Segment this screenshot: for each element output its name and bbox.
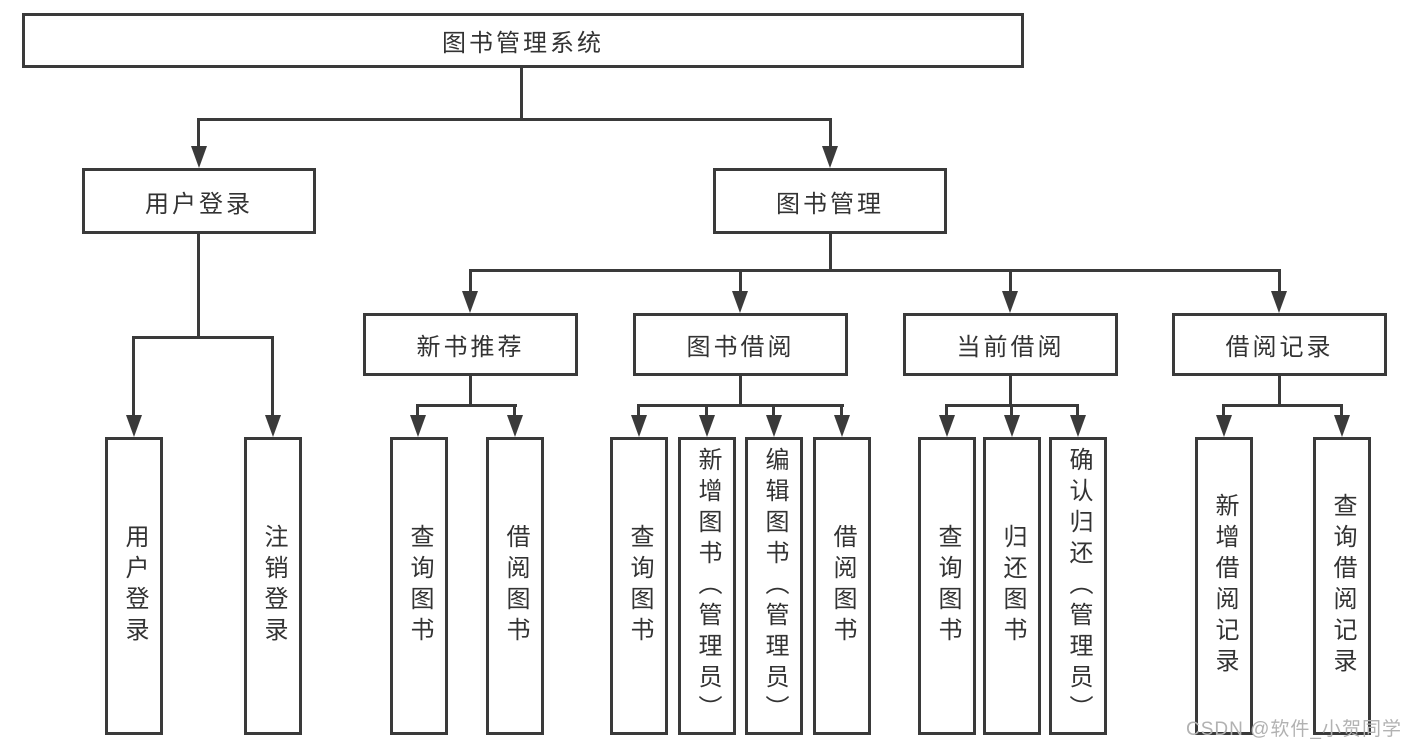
connector-line [705, 404, 708, 417]
connector-line [772, 404, 775, 417]
arrow-down-icon [631, 415, 647, 437]
connector-line [132, 336, 135, 417]
leaf-label: 确认归还（管理员） [1065, 446, 1092, 726]
node-book-borrowing: 图书借阅 [633, 313, 848, 376]
leaf-label: 注销登录 [260, 524, 287, 648]
arrow-down-icon [462, 291, 478, 313]
leaf-borrow-books-recommend: 借阅图书 [486, 437, 544, 735]
connector-line [271, 336, 274, 417]
node-book-management: 图书管理 [713, 168, 947, 234]
arrow-down-icon [1271, 291, 1287, 313]
arrow-down-icon [410, 415, 426, 437]
leaf-user-login: 用户登录 [105, 437, 163, 735]
leaf-label: 新增图书（管理员） [694, 446, 721, 726]
leaf-label: 归还图书 [999, 524, 1026, 648]
leaf-return-books: 归还图书 [983, 437, 1041, 735]
arrow-down-icon [1070, 415, 1086, 437]
leaf-borrow-books-borrowing: 借阅图书 [813, 437, 871, 735]
connector-line [197, 118, 832, 121]
connector-line [1278, 269, 1281, 294]
connector-line [829, 118, 832, 150]
arrow-down-icon [939, 415, 955, 437]
leaf-label: 查询图书 [934, 524, 961, 648]
node-library-management-system: 图书管理系统 [22, 13, 1024, 68]
connector-line [469, 269, 472, 294]
connector-line [469, 376, 472, 407]
connector-line [829, 234, 832, 272]
leaf-add-borrow-record: 新增借阅记录 [1195, 437, 1253, 735]
connector-line [1222, 404, 1225, 417]
connector-line [197, 234, 200, 338]
connector-line [416, 404, 517, 407]
connector-line [1076, 404, 1079, 417]
connector-line [1340, 404, 1343, 417]
leaf-query-books-current: 查询图书 [918, 437, 976, 735]
connector-line [520, 66, 523, 119]
connector-line [1010, 404, 1013, 417]
arrow-down-icon [507, 415, 523, 437]
connector-line [739, 269, 742, 294]
connector-line [197, 118, 200, 150]
node-label: 图书管理系统 [442, 30, 604, 57]
arrow-down-icon [191, 146, 207, 168]
node-label: 借阅记录 [1225, 334, 1334, 361]
node-label: 当前借阅 [956, 334, 1065, 361]
leaf-confirm-return-admin: 确认归还（管理员） [1049, 437, 1107, 735]
leaf-label: 查询图书 [626, 524, 653, 648]
node-current-borrowing: 当前借阅 [903, 313, 1118, 376]
connector-line [945, 404, 948, 417]
arrow-down-icon [766, 415, 782, 437]
arrow-down-icon [732, 291, 748, 313]
connector-line [1009, 269, 1012, 294]
connector-line [637, 404, 640, 417]
arrow-down-icon [126, 415, 142, 437]
leaf-add-book-admin: 新增图书（管理员） [678, 437, 736, 735]
connector-line [1278, 376, 1281, 407]
leaf-query-books-borrowing: 查询图书 [610, 437, 668, 735]
arrow-down-icon [1004, 415, 1020, 437]
node-label: 图书管理 [776, 190, 884, 218]
arrow-down-icon [699, 415, 715, 437]
arrow-down-icon [1334, 415, 1350, 437]
arrow-down-icon [1216, 415, 1232, 437]
node-label: 新书推荐 [416, 334, 525, 361]
leaf-label: 借阅图书 [502, 524, 529, 648]
leaf-query-borrow-record: 查询借阅记录 [1313, 437, 1371, 735]
arrow-down-icon [1002, 291, 1018, 313]
csdn-watermark: CSDN @软件_小贺同学 [1186, 719, 1402, 740]
node-label: 图书借阅 [686, 334, 795, 361]
leaf-label: 新增借阅记录 [1211, 493, 1238, 679]
leaf-query-books-recommend: 查询图书 [390, 437, 448, 735]
node-label: 用户登录 [145, 190, 253, 218]
leaf-label: 查询图书 [406, 524, 433, 648]
connector-line [513, 404, 516, 417]
connector-line [469, 269, 1281, 272]
connector-line [132, 336, 274, 339]
connector-line [637, 404, 844, 407]
arrow-down-icon [822, 146, 838, 168]
arrow-down-icon [834, 415, 850, 437]
leaf-label: 借阅图书 [829, 524, 856, 648]
leaf-label: 查询借阅记录 [1329, 493, 1356, 679]
connector-line [416, 404, 419, 417]
leaf-edit-book-admin: 编辑图书（管理员） [745, 437, 803, 735]
connector-line [840, 404, 843, 417]
node-user-login: 用户登录 [82, 168, 316, 234]
leaf-label: 编辑图书（管理员） [761, 446, 788, 726]
connector-line [1222, 404, 1343, 407]
leaf-label: 用户登录 [121, 524, 148, 648]
connector-line [1009, 376, 1012, 407]
arrow-down-icon [265, 415, 281, 437]
node-new-book-recommend: 新书推荐 [363, 313, 578, 376]
node-borrowing-records: 借阅记录 [1172, 313, 1387, 376]
leaf-logout: 注销登录 [244, 437, 302, 735]
connector-line [739, 376, 742, 407]
